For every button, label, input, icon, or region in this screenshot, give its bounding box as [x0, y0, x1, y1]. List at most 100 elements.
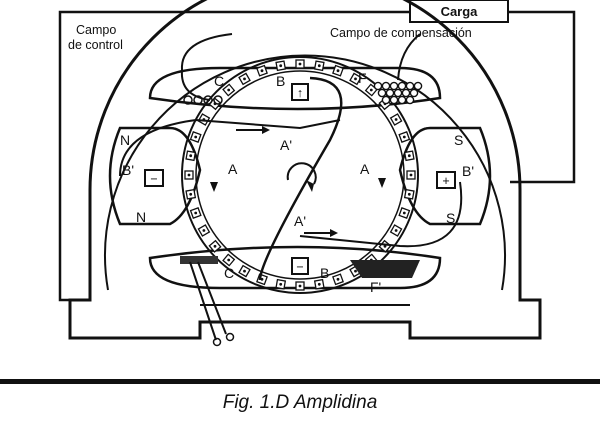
rotor-slot-dot	[194, 211, 198, 215]
rotor-slot-dot	[317, 282, 321, 286]
right-winding	[299, 181, 463, 248]
rotor-slot-dot	[298, 62, 302, 66]
label-a-prime-bottom: A'	[294, 213, 306, 229]
compensation-turn	[405, 95, 415, 105]
pole-bottom	[148, 245, 442, 290]
bottom-right-coil	[350, 260, 420, 278]
compensation-turn	[377, 88, 387, 98]
rotor-slot-dot	[402, 211, 406, 215]
load-label: Carga	[441, 4, 479, 19]
brush-b-top	[291, 83, 309, 101]
rotation-arrow	[286, 162, 317, 185]
terminal-2	[225, 332, 235, 342]
compensation-turn	[385, 88, 395, 98]
compensation-turn	[389, 95, 399, 105]
control-field-coil	[183, 95, 223, 105]
stator-frame-outer	[68, 0, 542, 340]
rotor-slot-dot	[194, 135, 198, 139]
rotor-slot-dot	[187, 173, 191, 177]
label-s-bottom: S	[446, 210, 455, 226]
pole-top	[148, 66, 442, 111]
control-field-label-2: de control	[68, 38, 123, 52]
label-a-prime-top: A'	[280, 137, 292, 153]
brush-b-prime-left-minus: −	[150, 172, 157, 186]
rotor-slot-dot	[243, 269, 246, 273]
label-a-right: A	[360, 161, 370, 177]
label-s-top: S	[454, 132, 463, 148]
control-output-leads	[189, 261, 227, 341]
arrow-a-prime-top-head	[262, 126, 270, 134]
label-a-left: A	[228, 161, 238, 177]
rotor-slot-dot	[317, 64, 321, 68]
cross-winding	[258, 76, 343, 281]
rotor-slot-dot	[227, 88, 231, 92]
rotor-slot-dot	[394, 229, 398, 232]
rotor-slot-dot	[279, 64, 283, 68]
compensation-turn	[401, 88, 411, 98]
brush-b-prime-right	[436, 171, 456, 189]
label-b-prime-right: B'	[462, 163, 474, 179]
rotor-slot-dot	[298, 284, 302, 288]
stator-frame-inner	[104, 54, 506, 291]
rotor-slot-dot	[407, 154, 411, 158]
rotor-slot-dot	[202, 229, 206, 232]
compensation-turn	[389, 81, 399, 91]
compensation-turn	[381, 95, 391, 105]
label-f-prime-bottom: F'	[370, 279, 381, 295]
rotor-slot-dot	[260, 69, 264, 73]
compensation-turn	[405, 81, 415, 91]
label-n-top: N	[120, 132, 130, 148]
rotor-slot-dot	[402, 135, 406, 139]
rotor-slot-dot	[383, 244, 387, 248]
brush-b-prime-left	[144, 169, 164, 187]
control-lead	[180, 33, 233, 101]
label-b-bottom: B	[320, 265, 329, 281]
rotor	[181, 56, 419, 294]
rotor-slot-dot	[407, 192, 411, 196]
label-b-prime-left: B'	[122, 162, 134, 178]
bottom-left-coil	[180, 256, 218, 264]
left-winding	[119, 118, 341, 177]
brush-b-prime-right-plus: +	[442, 174, 449, 188]
brush-b-bottom-minus: −	[296, 260, 303, 274]
compensation-turn	[381, 81, 391, 91]
rotor-slot-dot	[213, 244, 217, 248]
label-b-top: B	[276, 73, 285, 89]
label-c-bottom: C	[224, 265, 234, 281]
compensation-turn	[413, 81, 423, 91]
compensation-turn	[373, 81, 383, 91]
rotor-slot-dot	[189, 154, 193, 158]
compensation-turn	[409, 88, 419, 98]
terminal-1	[212, 337, 222, 347]
rotor-slot-dot	[354, 269, 357, 273]
label-f-top: F	[358, 70, 367, 86]
label-n-bottom: N	[136, 209, 146, 225]
compensation-field-label: Campo de compensación	[330, 26, 472, 40]
label-c-top: C	[214, 73, 224, 89]
brush-b-top-arrow: ↑	[297, 86, 303, 100]
rotor-conductors	[184, 59, 416, 291]
rotor-inner	[195, 70, 405, 280]
compensation-turn	[393, 88, 403, 98]
brush-b-bottom	[291, 257, 309, 275]
compensation-turn	[397, 81, 407, 91]
arrow-left-down	[210, 182, 218, 192]
rotor-slot-dot	[227, 258, 231, 262]
compensation-lead	[397, 33, 421, 81]
load-wire-right	[508, 10, 576, 184]
compensation-field-coil	[373, 81, 423, 105]
rotor-slot-dot	[369, 88, 373, 92]
rotor-slot-dot	[243, 77, 246, 81]
rotor-slot-dot	[354, 77, 357, 81]
caption-rule	[0, 379, 600, 384]
rotor-slot-dot	[394, 118, 398, 121]
rotor-slot-dot	[409, 173, 413, 177]
rotor-slot-dot	[336, 69, 340, 73]
control-field-label-1: Campo	[76, 23, 116, 37]
rotation-arrowhead	[306, 180, 314, 192]
arrow-a-prime-bottom-head	[330, 229, 338, 237]
rotor-slot-dot	[336, 277, 340, 281]
rotor-slot-dot	[279, 282, 283, 286]
